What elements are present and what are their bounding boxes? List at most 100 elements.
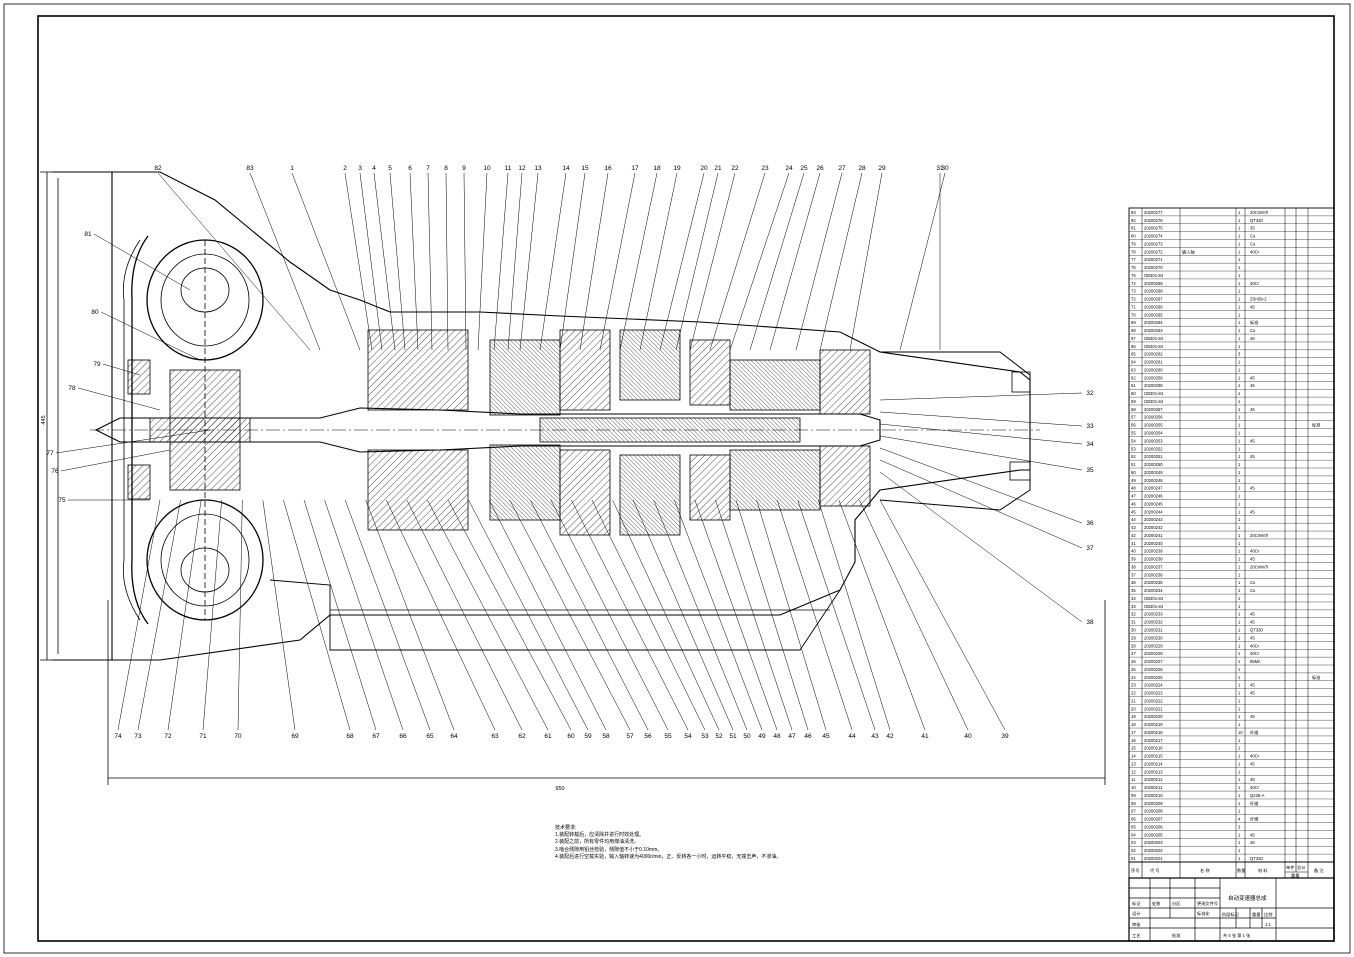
bom-code: 20200241 [1144, 533, 1163, 538]
bom-qty: 1 [1238, 446, 1241, 451]
bom-material: Cu [1250, 241, 1256, 246]
bom-header-total: 总计 [1297, 864, 1305, 871]
bom-code: 20200275 [1144, 226, 1163, 231]
callout-42: 42 [886, 733, 894, 740]
callout-54: 54 [684, 733, 692, 740]
bom-code: 20200271 [1144, 257, 1163, 262]
bom-code: 20200251 [1144, 454, 1163, 459]
bom-no: 07 [1131, 809, 1136, 814]
bom-no: 14 [1131, 754, 1136, 759]
bom-material: 纤维 [1250, 800, 1258, 807]
bom-material: 45 [1250, 832, 1255, 837]
title-block [1128, 877, 1335, 942]
bom-no: 67 [1131, 336, 1136, 341]
notes-line-2: 2.装配之前，所有零件均用煤油清洗。 [555, 839, 640, 846]
bom-code: 20200274 [1144, 234, 1163, 239]
bom-code: 20200210 [1144, 793, 1163, 798]
notes-line-3: 3.啮合侧隙用铅丝检验，侧隙值不小于0.10mm。 [555, 846, 663, 853]
bom-no: 37 [1131, 572, 1136, 577]
bom-material: 45 [1250, 375, 1255, 380]
bom-no: 05 [1131, 824, 1136, 829]
bom-material: 40Cr [1250, 754, 1260, 759]
bom-code: 20200214 [1144, 761, 1163, 766]
bom-no: 43 [1131, 525, 1136, 530]
bom-qty: 3 [1238, 824, 1241, 829]
bom-header-code: 代 号 [1150, 867, 1160, 874]
width-dimension-text: 950 [555, 786, 564, 792]
bom-qty: 1 [1238, 746, 1241, 751]
bom-code: 20200212 [1144, 777, 1163, 782]
bom-code: 20200272 [1144, 249, 1163, 254]
callout-48: 48 [773, 733, 781, 740]
bom-no: 61 [1131, 383, 1136, 388]
bom-qty: 1 [1238, 226, 1241, 231]
callout-2: 2 [343, 165, 347, 172]
bom-header-unit: 单件 [1286, 864, 1294, 871]
bom-no: 12 [1131, 769, 1136, 774]
bom-code: 20200226 [1144, 667, 1163, 672]
bom-code: GB301-84 [1144, 273, 1164, 278]
bom-code: 20200215 [1144, 754, 1163, 759]
bom-no: 13 [1131, 761, 1136, 766]
bom-qty: 1 [1238, 320, 1241, 325]
bom-code: 20200263 [1144, 328, 1163, 333]
bom-no: 66 [1131, 344, 1136, 349]
bom-qty: 1 [1238, 281, 1241, 286]
bom-header-note: 备 注 [1314, 867, 1324, 874]
bom-material: QT330 [1250, 218, 1263, 223]
bom-qty: 1 [1238, 391, 1241, 396]
bom-no: 02 [1131, 848, 1136, 853]
bom-material: 20CrMnTi [1250, 564, 1268, 569]
bom-material: 45 [1250, 714, 1255, 719]
bom-qty: 1 [1238, 423, 1241, 428]
callout-75: 75 [58, 497, 66, 504]
callout-65: 65 [426, 733, 434, 740]
callout-60: 60 [567, 733, 575, 740]
callout-34: 34 [1086, 441, 1094, 448]
bom-code: 20200261 [1144, 360, 1163, 365]
bom-no: 59 [1131, 399, 1136, 404]
assembly-section-view [40, 171, 1106, 785]
bom-code: 20200273 [1144, 241, 1163, 246]
bom-no: 32 [1131, 612, 1136, 617]
bom-code: GB301-84 [1144, 391, 1164, 396]
bom-code: 20200224 [1144, 683, 1163, 688]
bom-code: 20200276 [1144, 218, 1163, 223]
bom-qty: 1 [1238, 627, 1241, 632]
bom-material: 45 [1250, 612, 1255, 617]
bom-code: 20200264 [1144, 320, 1163, 325]
bom-code: 20200201 [1144, 856, 1163, 861]
bom-no: 56 [1131, 423, 1136, 428]
callout-25: 25 [800, 165, 808, 172]
callout-53: 53 [701, 733, 709, 740]
callout-71: 71 [199, 733, 207, 740]
bom-material: QT330 [1250, 856, 1263, 861]
bom-code: 20200209 [1144, 801, 1163, 806]
bom-qty: 1 [1238, 840, 1241, 845]
title-mark: 标记 [1132, 900, 1141, 907]
bom-no: 45 [1131, 509, 1136, 514]
bom-code: 20200230 [1144, 635, 1163, 640]
callout-63: 63 [491, 733, 499, 740]
bom-header-mass: 重量 [1291, 872, 1299, 879]
callout-82: 82 [154, 165, 162, 172]
callout-12: 12 [518, 165, 526, 172]
bom-code: 20200244 [1144, 509, 1163, 514]
